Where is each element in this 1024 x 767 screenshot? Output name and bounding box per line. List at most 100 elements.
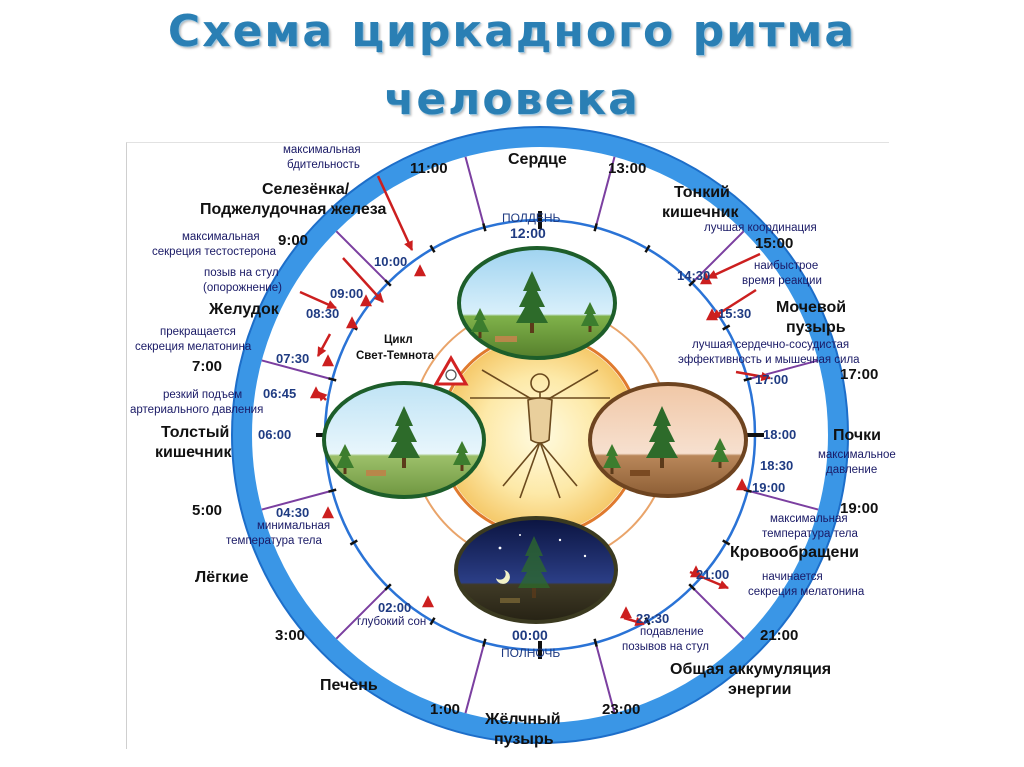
noon-time-value: 12:00: [510, 225, 546, 241]
note-max-pressure-line-1: максимальное: [818, 449, 896, 461]
organ-lungs: Лёгкие: [195, 569, 249, 586]
hour-spoke: [594, 156, 616, 228]
landscape-icon-evening: [588, 382, 748, 498]
note-blood-pressure-line-1: резкий подъем: [163, 389, 243, 401]
note-reaction-line-2: время реакции: [742, 275, 822, 287]
page-title-line-2: человека: [384, 74, 640, 125]
outer-ring: [232, 127, 848, 743]
hour-spoke: [691, 586, 745, 640]
note-alertness-line-1: максимальная: [283, 144, 361, 156]
marker-triangle: [321, 506, 335, 519]
marker-triangle: [705, 308, 719, 321]
hour-17: 17:00: [840, 366, 879, 383]
hour-tick: [328, 377, 337, 382]
midnight-label: ПОЛНОЧЬ: [501, 646, 561, 660]
organ-energy-line-2: энергии: [728, 681, 792, 698]
inner-time-0645: 06:45: [263, 386, 297, 401]
note-min-temperature-line-2: температура тела: [226, 535, 322, 547]
hour-spoke: [747, 489, 819, 511]
inner-time-1800: 18:00: [763, 427, 797, 442]
hour-tick: [722, 324, 731, 331]
organ-small-intestine-line-1: Тонкий: [674, 184, 730, 201]
hour-21: 21:00: [760, 627, 799, 644]
note-max-pressure-line-2: давление: [826, 464, 878, 476]
pointer-arrow: [316, 333, 332, 358]
inner-time-0730: 07:30: [276, 351, 310, 366]
inner-time-1700: 17:00: [755, 372, 789, 387]
cycle-label-line-2: Свет-Темнота: [356, 350, 434, 362]
note-stool-line-2: (опорожнение): [203, 282, 282, 294]
inner-time-1900: 19:00: [752, 480, 786, 495]
hour-spoke: [691, 230, 745, 284]
organ-gallbladder-line-1: Жёлчный: [485, 711, 561, 728]
inner-time-1830: 18:30: [760, 458, 794, 473]
inner-time-0900: 09:00: [330, 286, 364, 301]
note-max-temperature-line-1: максимальная: [770, 513, 848, 525]
hour-tick: [593, 223, 598, 232]
organ-colon-line-2: кишечник: [155, 444, 232, 461]
hour-tick: [429, 617, 436, 626]
organ-colon-line-1: Толстый: [161, 424, 230, 441]
pointer-arrows: [299, 175, 772, 627]
organ-circulation: Кровообращени: [730, 544, 859, 561]
note-cardio-line-1: лучшая сердечно-сосудистая: [692, 339, 850, 351]
hour-19: 19:00: [840, 500, 879, 517]
landscape-icon-morning: [322, 381, 486, 499]
organ-heart: Сердце: [508, 151, 567, 168]
hour-tick: [722, 539, 731, 546]
organ-bladder-line-2: пузырь: [786, 319, 846, 336]
organ-bladder-line-1: Мочевой: [776, 299, 847, 316]
note-bowel-suppression-line-2: позывов на стул: [622, 641, 710, 653]
pointer-arrow: [735, 370, 772, 382]
marker-triangle: [309, 386, 323, 399]
hour-tick: [384, 279, 392, 287]
hour-tick: [644, 617, 651, 626]
landscape-icon-night: [454, 516, 618, 624]
note-coordination: лучшая координация: [704, 222, 817, 234]
inner-time-0600: 06:00: [258, 427, 292, 442]
note-deep-sleep: глубокий сон: [357, 616, 427, 628]
pointer-arrow: [299, 290, 338, 310]
hour-tick: [429, 244, 436, 253]
vitruvian-man-icon: [470, 369, 610, 499]
hour-tick: [349, 539, 358, 546]
hour-spoke: [335, 230, 389, 284]
note-cardio-line-2: эффективность и мышечная сила: [678, 354, 860, 366]
note-melatonin-stop-line-2: секреция мелатонина: [135, 341, 252, 353]
hour-13: 13:00: [608, 160, 647, 177]
hour-15: 15:00: [755, 235, 794, 252]
inner-time-2230: 22:30: [636, 611, 670, 626]
organ-stomach: Желудок: [209, 301, 279, 318]
outer-ring-edge: [231, 126, 849, 744]
organ-spleen-line-2: Поджелудочная железа: [200, 201, 387, 218]
note-max-temperature-line-2: температура тела: [762, 528, 858, 540]
hour-tick: [482, 638, 487, 647]
midnight-time: 00:00: [512, 628, 548, 643]
cycle-triangle-icon: [433, 354, 469, 386]
organ-spleen-line-1: Селезёнка/: [262, 181, 350, 198]
note-stool-line-1: позыв на стул: [204, 267, 279, 279]
marker-triangle: [689, 565, 703, 578]
note-min-temperature-line-1: минимальная: [257, 520, 331, 532]
hour-tick: [384, 583, 392, 591]
marker-triangle: [699, 272, 713, 285]
note-blood-pressure-line-2: артериального давления: [130, 404, 264, 416]
noon-time: 12:00: [510, 226, 546, 241]
cycle-label-line-1: Цикл: [384, 334, 413, 346]
midnight-time-value: 00:00: [512, 627, 548, 643]
inner-time-0430: 04:30: [276, 505, 310, 520]
marker-triangle: [619, 606, 633, 619]
marker-triangle: [421, 595, 435, 608]
hour-spoke: [335, 586, 389, 640]
inner-time-0830: 08:30: [306, 306, 340, 321]
note-testosterone-line-1: максимальная: [182, 231, 260, 243]
landscape-icon-noon: [457, 246, 617, 360]
hour-3: 3:00: [275, 627, 306, 644]
hour-tick: [743, 377, 752, 382]
marker-triangle: [321, 354, 335, 367]
hour-tick: [328, 488, 337, 493]
organ-kidneys: Почки: [833, 427, 882, 444]
organ-liver: Печень: [320, 677, 378, 694]
hour-11: 11:00: [410, 160, 448, 177]
hour-tick: [688, 583, 696, 591]
